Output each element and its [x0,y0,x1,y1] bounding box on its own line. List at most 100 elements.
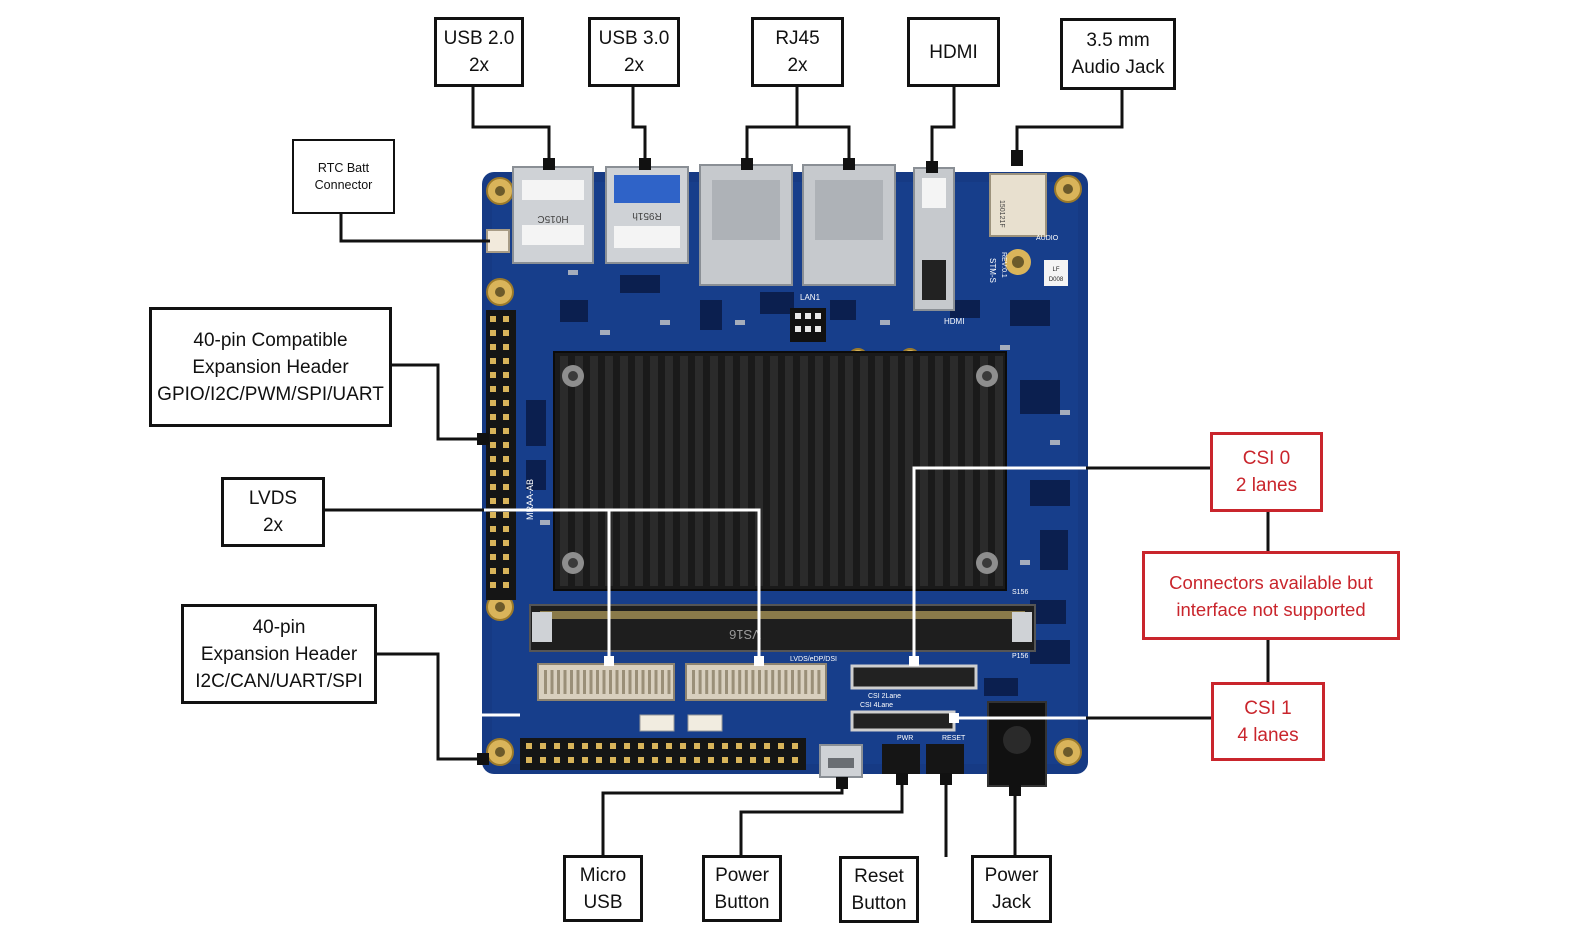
lvds-pin [711,670,715,694]
heatsink-fin [980,356,988,586]
label-usb3-line-2: 2x [623,55,645,76]
lvds-pin [804,670,808,694]
lvds-pin [602,670,606,694]
lvds-pin [725,670,728,694]
label-rj45-line-1: RJ45 [775,28,820,49]
lvds-connectors: LVDS/eDP/DSI [537,656,837,701]
lvds-pin [596,670,599,694]
label-lvds-line-2: 2x [262,515,284,536]
heatsink-fin [905,356,913,586]
can-pin [540,743,546,749]
label-csi0-line-2: 2 lanes [1235,475,1298,496]
gpio-pin [503,344,509,350]
gpio-pin [490,344,496,350]
gpio-pin [503,498,509,504]
pcb-components [526,275,1070,696]
heatsink-fin [725,356,733,586]
can-pin [596,757,602,763]
lf-mark: LF [1052,267,1059,273]
heatsink-fin [740,356,748,586]
board-rev: REV:0.1 [1000,252,1007,278]
lvds-pin [705,670,709,694]
lvds-pin [583,670,586,694]
label-csi1-line-2: 4 lanes [1237,724,1299,746]
lvds-pin [622,670,625,694]
lvds-pin [654,670,658,694]
gpio-pin [503,540,509,546]
small-connector-2 [687,714,723,732]
lvds-pin [698,670,702,694]
label-microusb-line-1: Micro [579,864,627,886]
lvds-pin [744,670,748,694]
board-model: STM-S [988,258,997,283]
can-pin [792,757,798,763]
can-pin [708,743,714,749]
sodimm-marking: VS16 [729,627,761,642]
label-micro-usb: Micro USB [563,855,643,922]
gpio-pin [503,428,509,434]
lvds-pin [758,670,761,694]
gpio-pin [490,316,496,322]
gpio-pin [490,484,496,490]
heatsink-fin [620,356,628,586]
lvds-pin [692,670,695,694]
gpio-pin [503,400,509,406]
label-rtc-batt: RTC Batt Connector [292,139,395,214]
label-rtc-line-1: RTC Batt [317,160,370,175]
csi-2lane-silkscreen: CSI 2Lane [868,693,901,700]
lvds-pin [797,670,801,694]
gpio-pin [490,330,496,336]
rtc-battery-connector [486,229,510,253]
can-pin [764,743,770,749]
gpio-pin [490,498,496,504]
lvds-pin [661,670,664,694]
lvds-pin [764,670,768,694]
can-pin [652,743,658,749]
gpio-pin [490,386,496,392]
can-pin [540,757,546,763]
label-unsupported-note: Connectors available but interface not s… [1142,551,1400,640]
label-lvds: LVDS 2x [221,477,325,547]
label-hdmi-line-1: HDMI [929,41,978,63]
label-usb2: USB 2.0 2x [434,17,524,87]
lvds-pin [615,670,619,694]
gpio-header: MRAA-AB [486,310,535,600]
label-audio-line-1: 3.5 mm [1086,30,1150,51]
can-pin [638,757,644,763]
heatsink-fin [920,356,928,586]
lvds-pin [589,670,593,694]
label-pwrjack-line-1: Power [984,865,1039,886]
buttons: PWR RESET [882,735,966,774]
lvds-pin [628,670,632,694]
lvds-pin [817,670,821,694]
usb3-port-marking: R951h [632,210,661,221]
lan-silkscreen: LAN1 [800,293,821,302]
label-pwrjack-line-2: Jack [991,892,1032,913]
gpio-pin [490,358,496,364]
label-pwrbtn-line-2: Button [714,891,770,913]
label-power-button: Power Button [702,855,782,922]
can-pin [582,757,588,763]
heatsink-fin [650,356,658,586]
label-usb3: USB 3.0 2x [588,17,680,87]
can-pin [750,743,756,749]
can-pin [694,757,700,763]
leader-ends [477,150,1023,796]
lvds-pin [648,670,651,694]
heatsink-fin [800,356,808,586]
gpio-pin [503,484,509,490]
small-connector-1 [639,714,675,732]
can-pin [610,757,616,763]
can-pin [764,757,770,763]
lvds-pin [791,670,794,694]
lvds-pin [784,670,788,694]
gpio-pin [503,372,509,378]
gpio-pin [503,358,509,364]
audio-silkscreen: AUDIO [1036,235,1059,242]
can-pin [582,743,588,749]
reset-silkscreen: RESET [942,735,966,742]
gpio-pin [490,470,496,476]
csi-4lane-silkscreen: CSI 4Lane [860,702,893,709]
